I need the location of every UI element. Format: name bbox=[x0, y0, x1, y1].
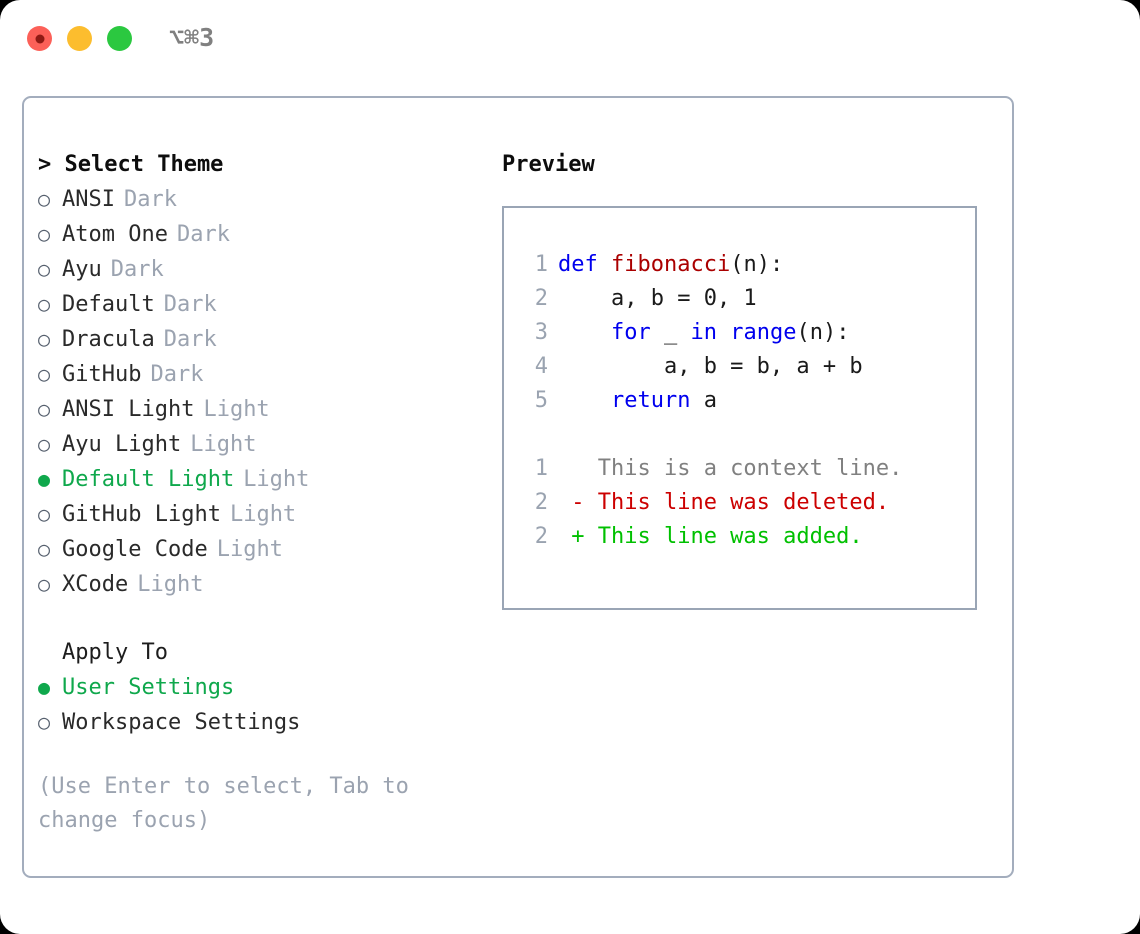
minimize-button[interactable] bbox=[67, 26, 92, 51]
theme-name: Google Code bbox=[62, 537, 208, 562]
line-number: 2 bbox=[534, 490, 548, 515]
diff-line: 2 - This line was deleted. bbox=[518, 486, 975, 520]
theme-option-default-dark[interactable]: ○ Default Dark bbox=[38, 287, 488, 322]
preview-box: 1 def fibonacci(n): 2 a, b = 0, 1 3 for _… bbox=[502, 206, 977, 610]
code-text: a, b = b, a + b bbox=[558, 354, 863, 379]
radio-icon: ○ bbox=[38, 292, 51, 316]
theme-kind: Dark bbox=[163, 292, 217, 317]
theme-kind: Light bbox=[229, 502, 297, 527]
keyboard-shortcut-label: ⌥⌘3 bbox=[169, 23, 215, 52]
theme-kind: Dark bbox=[110, 257, 164, 282]
line-number: 2 bbox=[534, 286, 548, 311]
title-bar: ⌥⌘3 bbox=[0, 0, 1140, 78]
theme-kind: Dark bbox=[176, 222, 230, 247]
diff-text: This is a context line. bbox=[558, 456, 903, 481]
theme-name: ANSI bbox=[62, 187, 115, 212]
theme-name: XCode bbox=[62, 572, 129, 597]
radio-icon: ○ bbox=[38, 537, 51, 561]
apply-to-heading: Apply To bbox=[62, 640, 168, 665]
theme-selector-panel: > Select Theme ○ ANSI Dark ○ Atom One Da… bbox=[22, 96, 1014, 878]
theme-option-ayu-dark[interactable]: ○ Ayu Dark bbox=[38, 252, 488, 287]
preview-gap bbox=[518, 418, 975, 452]
theme-name: Default Light bbox=[62, 467, 235, 492]
radio-icon: ○ bbox=[38, 187, 51, 211]
theme-name: GitHub bbox=[62, 362, 142, 387]
code-line: 5 return a bbox=[518, 384, 975, 418]
theme-option-google-code[interactable]: ○ Google Code Light bbox=[38, 532, 488, 567]
theme-option-default-light[interactable]: ● Default Light Light bbox=[38, 462, 488, 497]
radio-icon: ○ bbox=[38, 572, 51, 596]
radio-icon: ○ bbox=[38, 432, 51, 456]
theme-option-atom-one-dark[interactable]: ○ Atom One Dark bbox=[38, 217, 488, 252]
code-text: def fibonacci(n): bbox=[558, 252, 784, 277]
close-icon bbox=[35, 34, 44, 43]
line-number: 4 bbox=[534, 354, 548, 379]
code-sample: 1 def fibonacci(n): 2 a, b = 0, 1 3 for _… bbox=[518, 248, 975, 418]
radio-icon: ○ bbox=[38, 397, 51, 421]
radio-icon: ○ bbox=[38, 362, 51, 386]
radio-icon-selected: ● bbox=[38, 675, 51, 699]
close-button[interactable] bbox=[27, 26, 52, 51]
theme-name: Atom One bbox=[62, 222, 168, 247]
theme-name: GitHub Light bbox=[62, 502, 221, 527]
theme-option-ayu-light[interactable]: ○ Ayu Light Light bbox=[38, 427, 488, 462]
theme-kind: Dark bbox=[123, 187, 177, 212]
code-line: 4 a, b = b, a + b bbox=[518, 350, 975, 384]
preview-heading: Preview bbox=[502, 152, 595, 177]
theme-kind: Light bbox=[190, 432, 257, 457]
diff-line: 2 + This line was added. bbox=[518, 520, 975, 554]
theme-option-github-dark[interactable]: ○ GitHub Dark bbox=[38, 357, 488, 392]
line-number: 1 bbox=[534, 252, 548, 277]
radio-icon-selected: ● bbox=[38, 467, 51, 491]
theme-list-column: > Select Theme ○ ANSI Dark ○ Atom One Da… bbox=[38, 148, 488, 838]
theme-option-ansi-dark[interactable]: ○ ANSI Dark bbox=[38, 182, 488, 217]
radio-icon: ○ bbox=[38, 327, 51, 351]
maximize-button[interactable] bbox=[107, 26, 132, 51]
code-line: 1 def fibonacci(n): bbox=[518, 248, 975, 282]
theme-option-ansi-light[interactable]: ○ ANSI Light Light bbox=[38, 392, 488, 427]
theme-kind: Dark bbox=[150, 362, 204, 387]
line-number: 3 bbox=[534, 320, 548, 345]
apply-to-option-user-settings[interactable]: ● User Settings bbox=[38, 670, 488, 705]
theme-name: Default bbox=[62, 292, 155, 317]
preview-column: Preview 1 def fibonacci(n): 2 a, b = 0, 1… bbox=[502, 148, 997, 610]
apply-to-label: Workspace Settings bbox=[62, 710, 301, 735]
line-number: 1 bbox=[534, 456, 548, 481]
keyboard-hint-text: (Use Enter to select, Tab to change focu… bbox=[38, 774, 423, 833]
code-text: a, b = 0, 1 bbox=[558, 286, 757, 311]
radio-icon: ○ bbox=[38, 710, 51, 734]
list-spacer bbox=[38, 602, 488, 636]
theme-name: Ayu Light bbox=[62, 432, 182, 457]
radio-icon: ○ bbox=[38, 222, 51, 246]
line-number: 5 bbox=[534, 388, 548, 413]
diff-line: 1 This is a context line. bbox=[518, 452, 975, 486]
theme-kind: Dark bbox=[163, 327, 217, 352]
code-line: 3 for _ in range(n): bbox=[518, 316, 975, 350]
theme-kind: Light bbox=[216, 537, 283, 562]
diff-text: - This line was deleted. bbox=[558, 490, 890, 515]
code-line: 2 a, b = 0, 1 bbox=[518, 282, 975, 316]
theme-kind: Light bbox=[203, 397, 270, 422]
select-theme-heading: > Select Theme bbox=[38, 152, 224, 177]
theme-name: Ayu bbox=[62, 257, 102, 282]
theme-name: ANSI Light bbox=[62, 397, 195, 422]
line-number: 2 bbox=[534, 524, 548, 549]
theme-kind: Light bbox=[137, 572, 204, 597]
radio-icon: ○ bbox=[38, 257, 51, 281]
code-text: return a bbox=[610, 388, 717, 413]
code-text: for _ in range(n): bbox=[610, 320, 850, 345]
theme-option-github-light[interactable]: ○ GitHub Light Light bbox=[38, 497, 488, 532]
apply-to-option-workspace-settings[interactable]: ○ Workspace Settings bbox=[38, 705, 488, 740]
theme-option-xcode[interactable]: ○ XCode Light bbox=[38, 567, 488, 602]
theme-name: Dracula bbox=[62, 327, 155, 352]
diff-text: + This line was added. bbox=[558, 524, 863, 549]
theme-option-dracula-dark[interactable]: ○ Dracula Dark bbox=[38, 322, 488, 357]
radio-icon: ○ bbox=[38, 502, 51, 526]
apply-to-label: User Settings bbox=[62, 675, 235, 700]
theme-kind: Light bbox=[243, 467, 310, 492]
diff-sample: 1 This is a context line. 2 - This line … bbox=[518, 452, 975, 554]
